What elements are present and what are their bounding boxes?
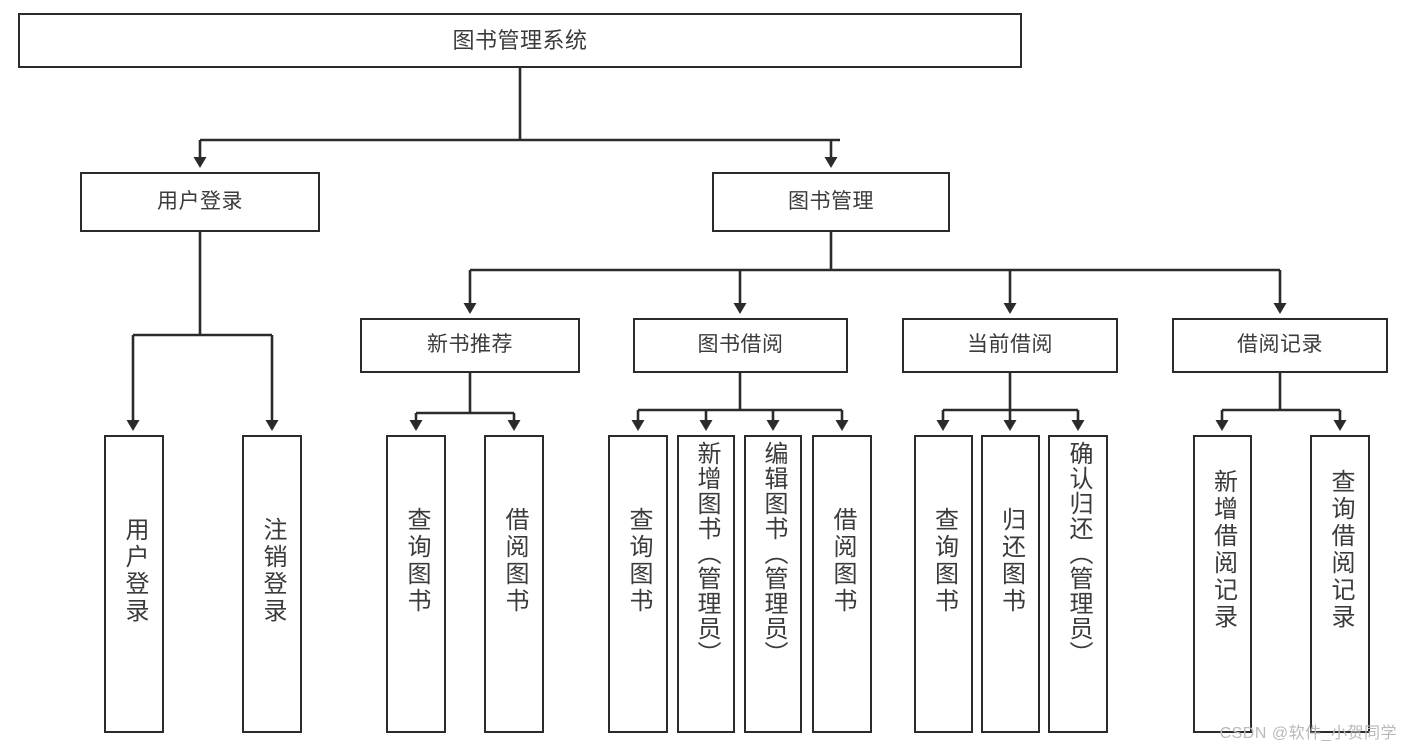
node-book-management[interactable]: 图书管理 [712, 172, 950, 232]
leaf-query-book-new-rec[interactable]: 查询图书 [386, 435, 446, 733]
node-label: 确认归还（管理员） [1065, 441, 1092, 666]
node-label: 借阅记录 [1237, 333, 1323, 357]
node-label: 编辑图书（管理员） [760, 441, 787, 666]
node-book-borrowing[interactable]: 图书借阅 [633, 318, 848, 373]
node-label: 查询图书 [403, 507, 430, 615]
node-label: 查询图书 [930, 507, 958, 615]
node-label: 借阅图书 [829, 507, 856, 615]
node-label: 新增图书（管理员） [693, 441, 720, 666]
node-label: 图书管理 [788, 189, 874, 213]
csdn-watermark: CSDN @软件_小贺同学 [1219, 725, 1397, 742]
leaf-query-book-current[interactable]: 查询图书 [914, 435, 973, 733]
node-label: 借阅图书 [501, 507, 528, 615]
leaf-borrow-book-borrowing[interactable]: 借阅图书 [812, 435, 872, 733]
node-label: 当前借阅 [967, 333, 1053, 357]
node-label: 查询图书 [625, 507, 652, 615]
leaf-add-borrow-record[interactable]: 新增借阅记录 [1193, 435, 1252, 733]
node-current-borrowing[interactable]: 当前借阅 [902, 318, 1118, 373]
node-label: 用户登录 [157, 189, 243, 213]
leaf-logout-login[interactable]: 注销登录 [242, 435, 302, 733]
node-label: 图书借阅 [697, 333, 784, 357]
node-label: 新增借阅记录 [1209, 469, 1237, 631]
leaf-add-book-admin[interactable]: 新增图书（管理员） [677, 435, 735, 733]
leaf-edit-book-admin[interactable]: 编辑图书（管理员） [744, 435, 802, 733]
node-borrowing-records[interactable]: 借阅记录 [1172, 318, 1388, 373]
leaf-user-login[interactable]: 用户登录 [104, 435, 164, 733]
leaf-return-book[interactable]: 归还图书 [981, 435, 1040, 733]
leaf-query-borrow-record[interactable]: 查询借阅记录 [1310, 435, 1370, 733]
node-label: 归还图书 [997, 507, 1025, 615]
leaf-query-book-borrowing[interactable]: 查询图书 [608, 435, 668, 733]
node-root-book-management-system[interactable]: 图书管理系统 [18, 13, 1022, 68]
node-new-book-recommendation[interactable]: 新书推荐 [360, 318, 580, 373]
node-label: 用户登录 [121, 517, 148, 625]
node-label: 图书管理系统 [452, 27, 588, 53]
node-user-login[interactable]: 用户登录 [80, 172, 320, 232]
node-label: 注销登录 [259, 517, 286, 625]
node-label: 查询借阅记录 [1327, 469, 1354, 631]
node-label: 新书推荐 [427, 333, 513, 357]
leaf-confirm-return-admin[interactable]: 确认归还（管理员） [1048, 435, 1108, 733]
leaf-borrow-book-new-rec[interactable]: 借阅图书 [484, 435, 544, 733]
